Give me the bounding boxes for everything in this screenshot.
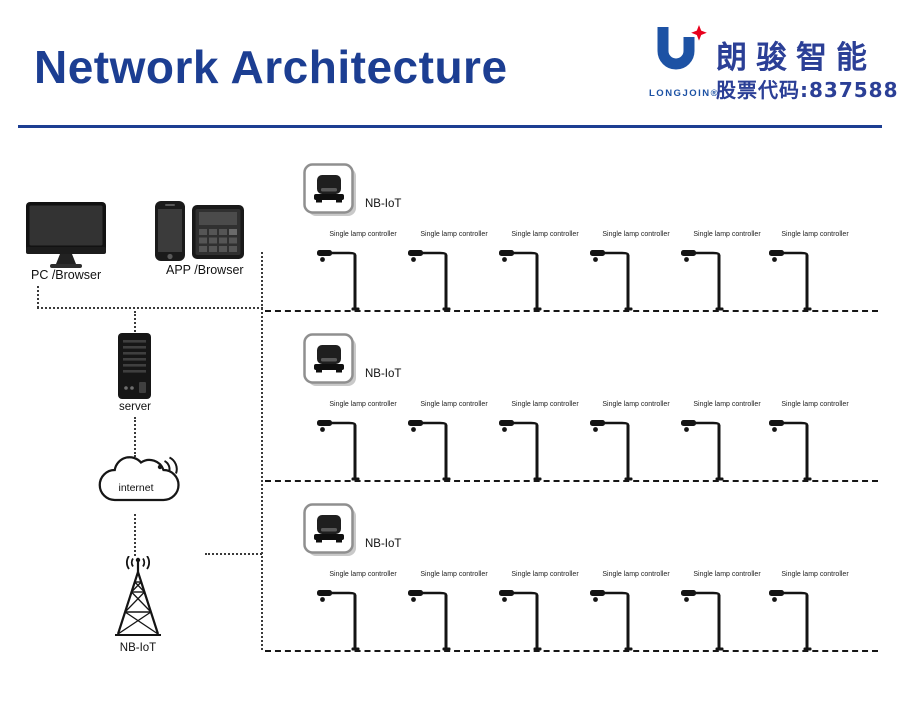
app-browser-label: APP /Browser — [166, 263, 244, 277]
lamp-controller-label: Single lamp controller — [511, 231, 579, 238]
gateway-label: NB-IoT — [365, 368, 402, 380]
connector-pc-down — [37, 286, 39, 308]
internet-cloud-icon — [96, 455, 184, 522]
connector-internet-antenna — [134, 514, 136, 556]
lamp-controller-label: Single lamp controller — [420, 571, 488, 578]
logo-brand-text: LONGJOIN® — [649, 88, 720, 99]
lamp-controller-label: Single lamp controller — [420, 401, 488, 408]
nbiot-antenna-icon — [100, 555, 176, 645]
street-lamp-icon — [491, 414, 561, 486]
lamp-controller-label: Single lamp controller — [693, 231, 761, 238]
lamp-controller-label: Single lamp controller — [420, 231, 488, 238]
street-lamp-icon — [400, 244, 470, 316]
street-lamp-icon — [761, 414, 831, 486]
lamp-controller-label: Single lamp controller — [781, 571, 849, 578]
lamp-controller-label: Single lamp controller — [602, 401, 670, 408]
street-lamp-icon — [491, 244, 561, 316]
street-lamp-icon — [400, 584, 470, 656]
pc-browser-label: PC /Browser — [31, 268, 102, 282]
lamp-controller-label: Single lamp controller — [693, 571, 761, 578]
lamp-controller-label: Single lamp controller — [329, 401, 397, 408]
connector-server-internet — [134, 417, 136, 457]
street-lamp-icon — [400, 414, 470, 486]
lamp-bus-line — [265, 650, 878, 652]
trunk-line — [261, 252, 263, 650]
street-lamp-icon — [309, 414, 379, 486]
internet-label: internet — [118, 482, 154, 494]
street-lamp-icon — [309, 244, 379, 316]
street-lamp-icon — [673, 414, 743, 486]
lamp-bus-line — [265, 480, 878, 482]
street-lamp-icon — [582, 584, 652, 656]
lamp-controller-label: Single lamp controller — [329, 571, 397, 578]
lamp-controller-label: Single lamp controller — [602, 571, 670, 578]
nbiot-gateway-icon — [303, 163, 357, 224]
gateway-label: NB-IoT — [365, 198, 402, 210]
logo-stock-code: 股票代码:837588 — [716, 78, 899, 102]
header-divider — [18, 125, 882, 128]
lamp-controller-label: Single lamp controller — [781, 231, 849, 238]
street-lamp-icon — [761, 244, 831, 316]
connector-pc-to-trunk — [37, 307, 263, 309]
gateway-label: NB-IoT — [365, 538, 402, 550]
street-lamp-icon — [309, 584, 379, 656]
tablet-icon — [191, 204, 245, 267]
server-label: server — [119, 401, 151, 413]
lamp-controller-label: Single lamp controller — [693, 401, 761, 408]
nbiot-gateway-icon — [303, 503, 357, 564]
street-lamp-icon — [582, 414, 652, 486]
logo-u-icon — [652, 24, 710, 91]
lamp-controller-label: Single lamp controller — [602, 231, 670, 238]
lamp-controller-label: Single lamp controller — [511, 571, 579, 578]
street-lamp-icon — [673, 584, 743, 656]
lamp-bus-line — [265, 310, 878, 312]
connector-antenna-trunk — [205, 553, 262, 555]
phone-icon — [154, 200, 186, 267]
street-lamp-icon — [673, 244, 743, 316]
server-icon — [117, 332, 155, 407]
connector-to-server — [134, 311, 136, 332]
street-lamp-icon — [761, 584, 831, 656]
lamp-controller-label: Single lamp controller — [511, 401, 579, 408]
page-title: Network Architecture — [34, 41, 508, 93]
street-lamp-icon — [491, 584, 561, 656]
nbiot-gateway-icon — [303, 333, 357, 394]
pc-monitor-icon — [26, 202, 110, 275]
logo-company-name: 朗骏智能 — [716, 40, 876, 76]
street-lamp-icon — [582, 244, 652, 316]
lamp-controller-label: Single lamp controller — [781, 401, 849, 408]
nbiot-tower-label: NB-IoT — [119, 642, 157, 654]
lamp-controller-label: Single lamp controller — [329, 231, 397, 238]
